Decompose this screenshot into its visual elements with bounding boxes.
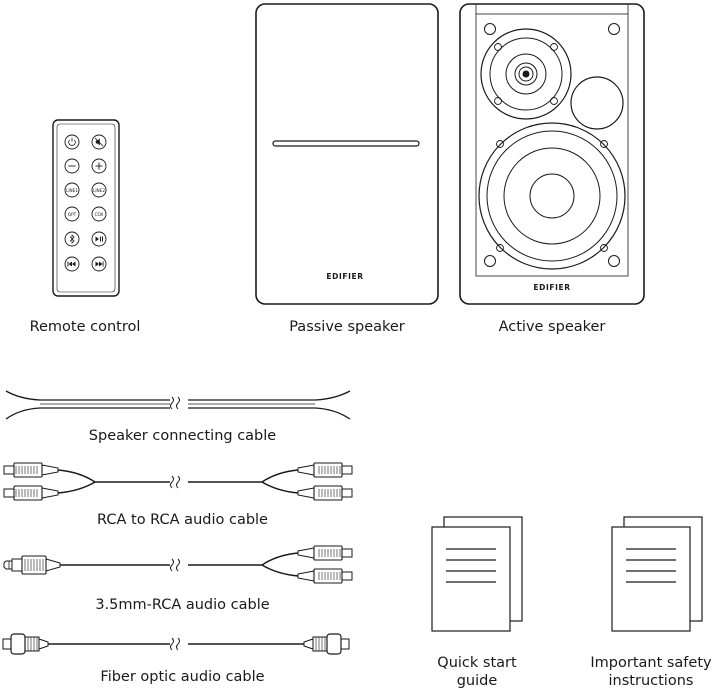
- passive-speaker-logo: EDIFIER: [326, 272, 363, 281]
- rca-plug-right-top-icon: [297, 462, 353, 478]
- rca-plug-right-bottom-icon: [297, 485, 353, 501]
- aux-plug-icon: [3, 555, 61, 575]
- speaker-cable-caption: Speaker connecting cable: [88, 428, 277, 444]
- remote-control-illustration: LINE1 LINE2 OPT COX: [52, 119, 120, 297]
- line1-label: LINE1: [66, 188, 78, 193]
- mute-icon: [91, 134, 107, 150]
- rca-plug-left-top-icon: [3, 462, 59, 478]
- passive-speaker-illustration: EDIFIER: [255, 3, 439, 305]
- aux-cable-caption: 3.5mm-RCA audio cable: [95, 597, 270, 613]
- woofer-icon: [478, 122, 626, 270]
- passive-speaker-caption: Passive speaker: [289, 319, 405, 335]
- remote-control-caption: Remote control: [29, 319, 141, 335]
- optic-plug-right-icon: [303, 633, 350, 655]
- aux-rca-plug-bottom-icon: [297, 568, 353, 584]
- aux-rca-plug-top-icon: [297, 545, 353, 561]
- prev-icon: [64, 256, 80, 272]
- quick-start-caption-line1: Quick start: [437, 655, 517, 671]
- opt-button: OPT: [64, 206, 80, 222]
- next-icon: [91, 256, 107, 272]
- quick-start-guide-illustration: [431, 516, 523, 632]
- line2-button: LINE2: [91, 182, 107, 198]
- power-icon: [64, 134, 80, 150]
- line1-button: LINE1: [64, 182, 80, 198]
- coax-button: COX: [91, 206, 107, 222]
- tweeter-icon: [480, 28, 572, 120]
- aux-cable-illustration: [3, 545, 353, 584]
- bluetooth-icon: [64, 231, 80, 247]
- minus-icon: [64, 158, 80, 174]
- active-speaker-caption: Active speaker: [498, 319, 606, 335]
- coax-label: COX: [95, 212, 104, 217]
- safety-instructions-illustration: [611, 516, 703, 632]
- play-pause-icon: [91, 231, 107, 247]
- speaker-cable-illustration: [5, 390, 351, 420]
- safety-caption-line2: instructions: [608, 673, 694, 689]
- optic-cable-caption: Fiber optic audio cable: [100, 669, 265, 685]
- active-speaker-illustration: EDIFIER: [459, 3, 645, 305]
- optic-plug-left-icon: [2, 633, 49, 655]
- line2-label: LINE2: [93, 188, 105, 193]
- opt-label: OPT: [68, 212, 77, 217]
- quick-start-caption-line2: guide: [456, 673, 498, 689]
- rca-plug-left-bottom-icon: [3, 485, 59, 501]
- optic-cable-illustration: [2, 633, 350, 655]
- bass-port-icon: [570, 76, 624, 130]
- plus-icon: [91, 158, 107, 174]
- active-speaker-logo: EDIFIER: [533, 283, 570, 292]
- safety-caption-line1: Important safety: [590, 655, 712, 671]
- rca-cable-illustration: [3, 462, 353, 501]
- rca-cable-caption: RCA to RCA audio cable: [97, 512, 268, 528]
